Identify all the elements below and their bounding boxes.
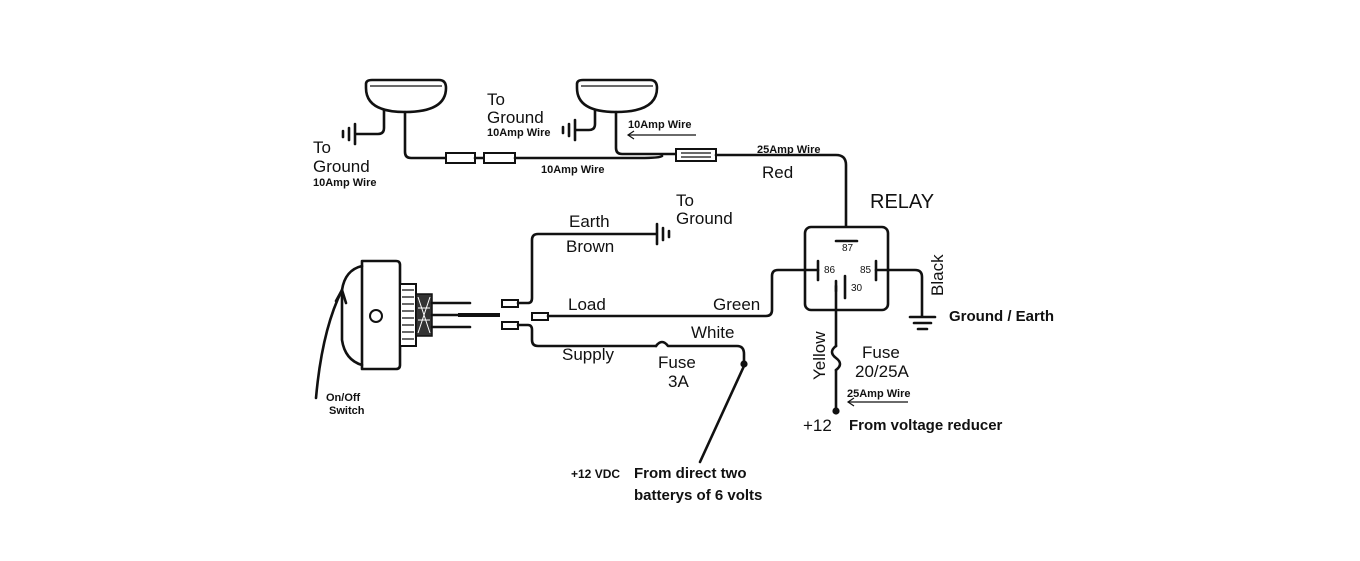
- earth-ground-icon: [655, 222, 671, 246]
- brown-label: Brown: [566, 237, 614, 256]
- switch-label-line1: On/Off: [326, 392, 361, 404]
- link-wire-label: 10Amp Wire: [541, 164, 604, 176]
- main-wire-rating: 25Amp Wire: [757, 144, 820, 156]
- feed-wire-label: 10Amp Wire: [628, 119, 691, 131]
- white-label: White: [691, 323, 734, 342]
- earth-wire: [516, 232, 658, 305]
- mid-ground-label: Ground: [487, 108, 544, 127]
- mid-wire-label: 10Amp Wire: [487, 127, 550, 139]
- fuse-25a-label: Fuse: [862, 343, 900, 362]
- yellow-wire-label: Yellow: [810, 331, 829, 380]
- left-ground-label: Ground: [313, 157, 370, 176]
- battery-note-line2: batterys of 6 volts: [634, 487, 762, 504]
- left-to-label: To: [313, 138, 331, 157]
- pin-87: 87: [842, 243, 854, 254]
- voltage-reducer-label: From voltage reducer: [849, 417, 1003, 434]
- relay-ground-wire: [874, 268, 924, 318]
- right-lamp-ground-icon: [561, 108, 597, 142]
- battery-voltage-label: +12 VDC: [571, 467, 620, 481]
- arrow-icon: [846, 397, 908, 407]
- left-lamp: [364, 78, 448, 114]
- switch-pointer-arrow: [314, 288, 348, 400]
- relay-box: [803, 225, 890, 312]
- to-ground-to: To: [676, 191, 694, 210]
- main-inline-fuse: [675, 148, 717, 162]
- plus12-label: +12: [803, 416, 832, 435]
- load-wire: [546, 268, 820, 318]
- right-lamp: [575, 78, 659, 114]
- left-lamp-ground-icon: [341, 108, 386, 146]
- relay-title: RELAY: [870, 191, 934, 213]
- fuse-3a-rating: 3A: [668, 372, 689, 391]
- right-lamp-feed-wire: [614, 110, 678, 156]
- pin-85: 85: [860, 265, 872, 276]
- pin-86: 86: [824, 265, 836, 276]
- switch-terminals: [501, 299, 549, 330]
- pin-30: 30: [851, 283, 863, 294]
- relay-supply-wire-rating: 25Amp Wire: [847, 388, 910, 400]
- left-wire-label: 10Amp Wire: [313, 177, 376, 189]
- earth-label: Earth: [569, 212, 610, 231]
- load-label: Load: [568, 295, 606, 314]
- to-ground-ground: Ground: [676, 209, 733, 228]
- mid-to-label: To: [487, 90, 505, 109]
- ground-earth-label: Ground / Earth: [949, 308, 1054, 325]
- red-feed-wire: [714, 153, 848, 242]
- lamp-link-wire: [403, 110, 664, 164]
- switch-label-line2: Switch: [329, 405, 365, 417]
- battery-note-line1: From direct two: [634, 465, 747, 482]
- fuse-3a-label: Fuse: [658, 353, 696, 372]
- black-wire-label: Black: [928, 254, 947, 296]
- arrow-icon: [626, 130, 696, 140]
- supply-wire: [516, 323, 748, 464]
- main-wire-color: Red: [762, 163, 793, 182]
- on-off-switch: [340, 259, 500, 371]
- green-label: Green: [713, 295, 760, 314]
- fuse-25a-rating: 20/25A: [855, 362, 910, 381]
- supply-label: Supply: [562, 345, 614, 364]
- ground-earth-icon: [908, 315, 937, 331]
- relay-supply-wire: [830, 284, 842, 415]
